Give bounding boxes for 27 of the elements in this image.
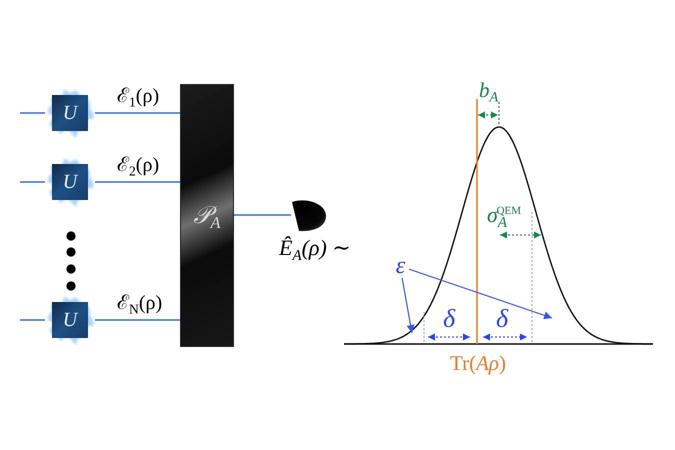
wire — [20, 319, 45, 321]
axis-label: Tr(Aρ) — [450, 353, 506, 374]
edge-label: ℰ$_{1}$(ρ) — [117, 86, 160, 106]
gate-box — [45, 157, 95, 207]
gate-label: U — [62, 103, 78, 123]
edge-label: ℰ$_{2}$(ρ) — [117, 155, 160, 175]
gate-box — [45, 295, 95, 345]
formula-label: Ê$_{A}$(ρ) ∼ — [279, 237, 351, 259]
gate-label: U — [62, 172, 78, 192]
wire — [95, 112, 180, 114]
wire — [234, 214, 291, 216]
wire — [20, 181, 45, 183]
edge-label: ℰ$_{N}$(ρ) — [117, 293, 162, 313]
gate-label: U — [62, 310, 78, 330]
symbol-label: ε — [392, 254, 409, 278]
detector-symbol — [291, 199, 327, 232]
wire — [20, 112, 45, 114]
leader-arrow — [402, 278, 415, 334]
dimension-label: δ — [496, 306, 508, 332]
leader-arrow — [408, 268, 552, 320]
dimension-label: δ — [443, 306, 456, 332]
gate-box — [45, 88, 95, 138]
wire — [95, 181, 180, 183]
operation-box — [180, 84, 234, 347]
dimension-label: b$_{A}$ — [479, 80, 498, 101]
wire — [95, 319, 180, 321]
box-label: 𝒫$_{A}$ — [194, 204, 220, 228]
